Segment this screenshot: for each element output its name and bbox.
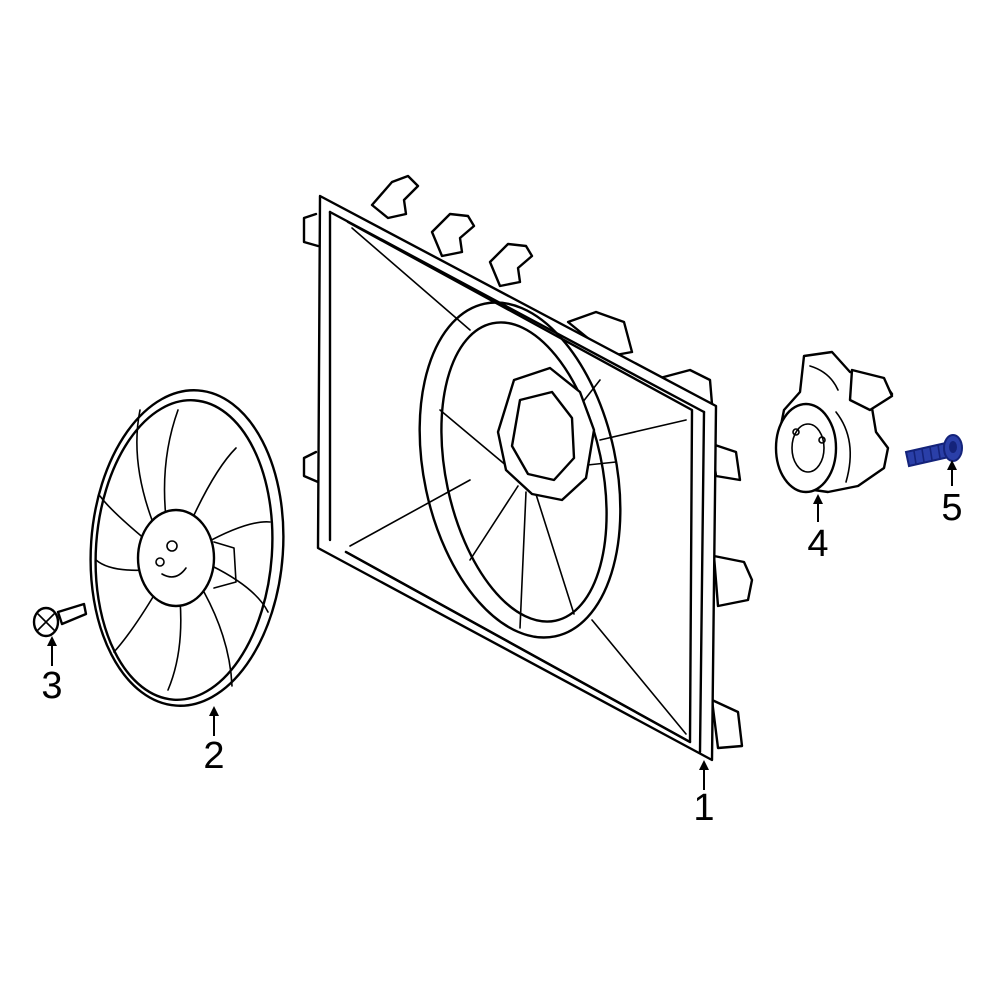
callout-number-3: 3 — [41, 665, 62, 707]
callout-number-4: 4 — [807, 523, 828, 565]
blade-bolt[interactable] — [32, 602, 88, 638]
callout-5: 5 — [941, 460, 963, 529]
fan-shroud[interactable] — [302, 174, 754, 762]
fan-motor[interactable] — [774, 350, 894, 494]
callout-number-1: 1 — [693, 787, 714, 829]
callout-number-2: 2 — [203, 735, 224, 777]
motor-bolt[interactable] — [904, 434, 963, 468]
fan-blade[interactable] — [80, 384, 294, 713]
callout-3: 3 — [41, 636, 63, 707]
callout-1: 1 — [693, 760, 715, 829]
callout-number-5: 5 — [941, 487, 962, 529]
callout-4: 4 — [807, 494, 829, 565]
callout-2: 2 — [203, 706, 225, 777]
